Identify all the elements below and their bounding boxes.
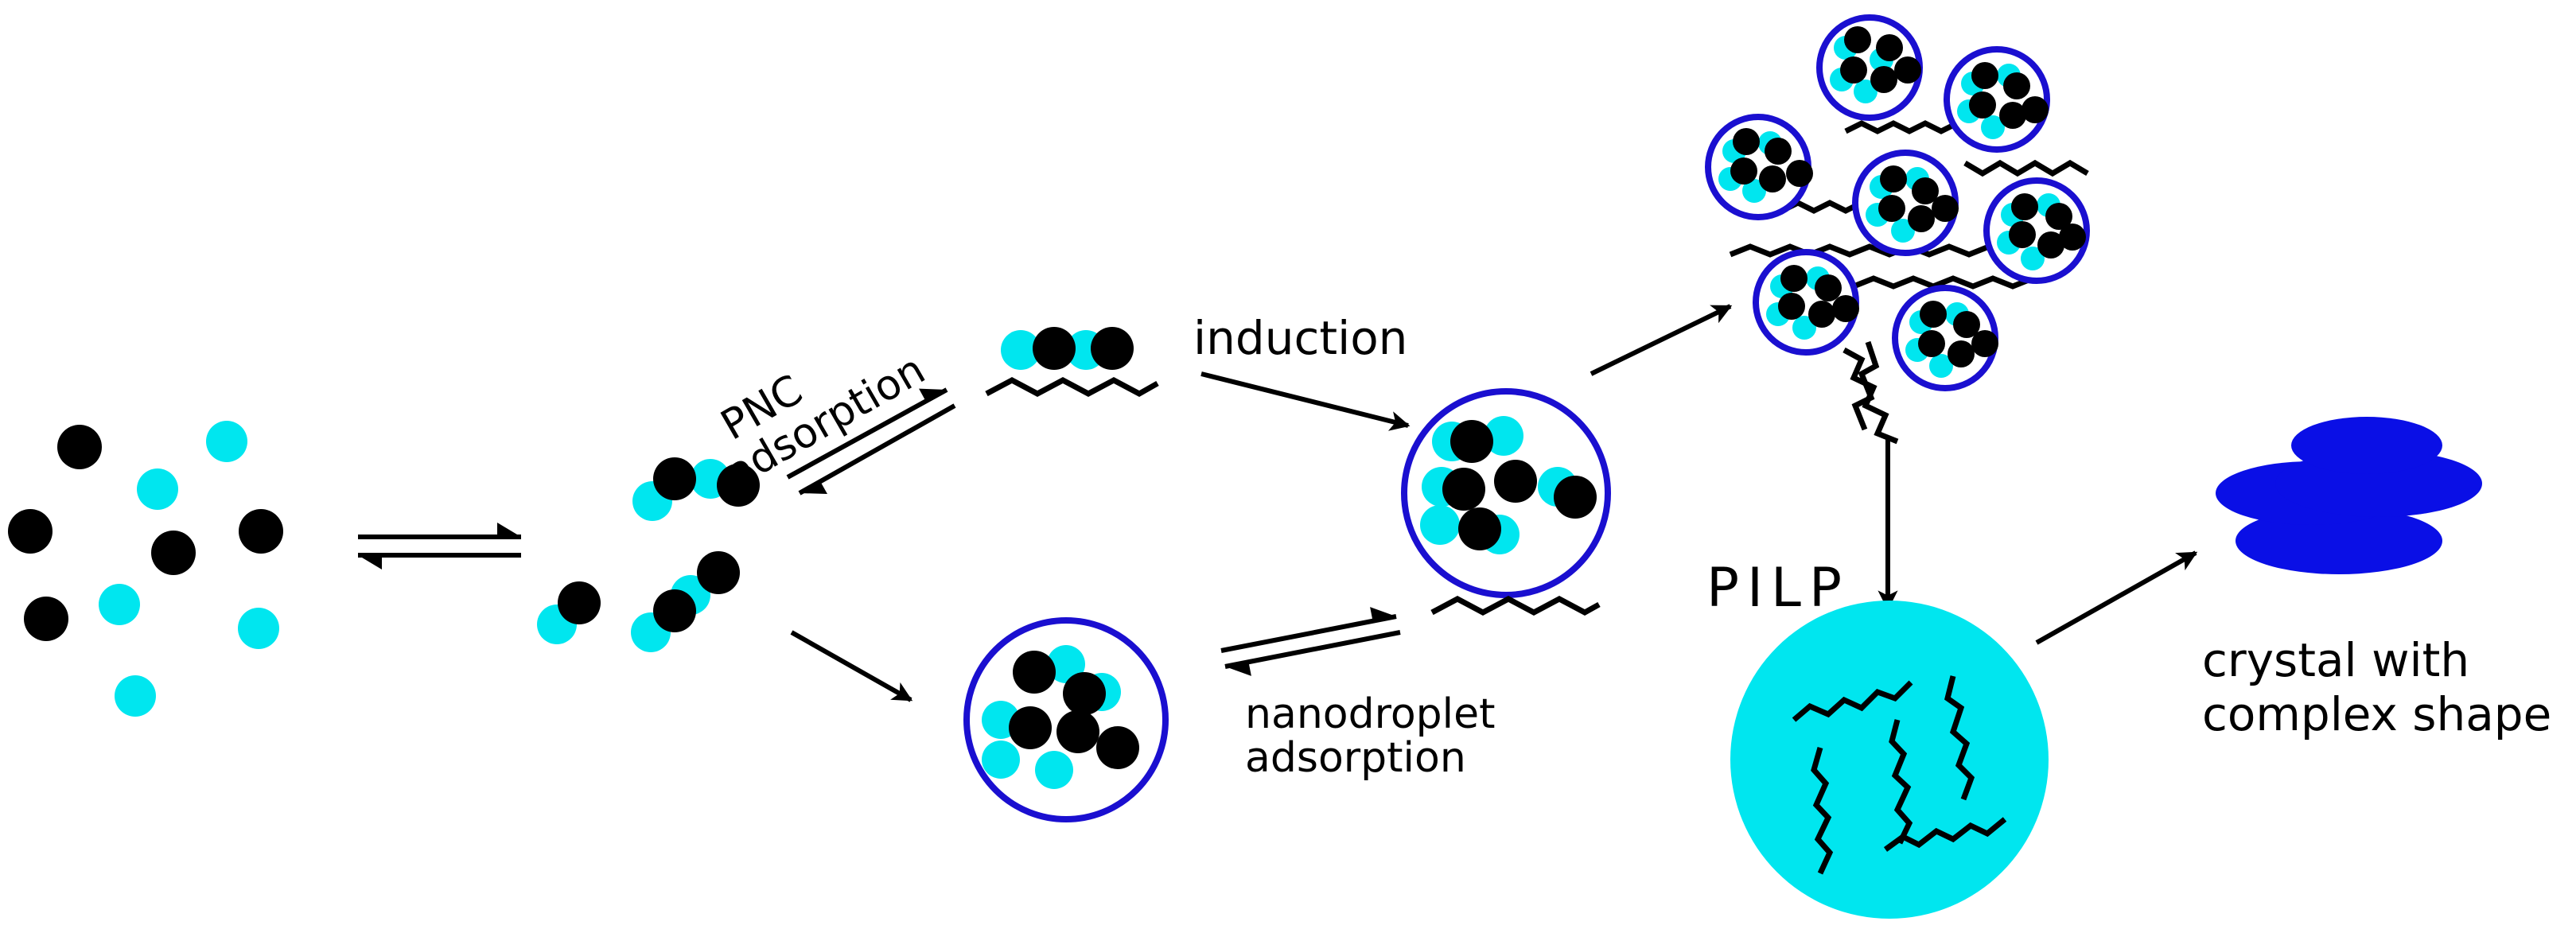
adsorbed-pnc xyxy=(985,327,1159,397)
droplet-aggregate xyxy=(1705,14,2090,445)
induction-label: induction xyxy=(1193,311,1407,365)
aggregate-droplet-2 xyxy=(1944,46,2050,153)
nanodroplet-label-line1: nanodroplet xyxy=(1245,690,1496,738)
induction-arrow xyxy=(1200,371,1411,431)
aggregate-droplet-6 xyxy=(1753,249,1859,356)
arrow-to-nanodroplet xyxy=(790,630,913,702)
arrow-to-crystal xyxy=(2035,550,2198,645)
free-ions xyxy=(8,421,283,717)
aggregate-droplet-7 xyxy=(1892,285,1998,391)
arrow-to-aggregate xyxy=(1590,304,1733,376)
nanodroplet-free xyxy=(963,617,1169,822)
aggregate-droplet-5 xyxy=(1983,177,2090,284)
equilibrium-arrows-pnc xyxy=(786,387,956,496)
nanodroplet-adsorbed xyxy=(1401,388,1611,616)
crystal-label-line2: complex shape xyxy=(2202,687,2551,741)
equilibrium-arrows-nanodroplet xyxy=(1220,607,1401,676)
crystal-label-line1: crystal with xyxy=(2202,633,2469,687)
aggregate-droplet-1 xyxy=(1816,14,1923,121)
nanodroplet-label-line2: adsorption xyxy=(1245,734,1466,782)
pnc-adsorption-label: PNC adsorption xyxy=(714,346,933,498)
aggregate-droplet-3 xyxy=(1705,114,1813,220)
aggregate-droplet-4 xyxy=(1852,150,1959,256)
complex-crystal xyxy=(2216,417,2482,574)
equilibrium-arrows-1 xyxy=(358,523,521,570)
pilp-label: PILP xyxy=(1706,557,1850,620)
pilp-droplet xyxy=(1730,601,2049,919)
prenucleation-clusters xyxy=(537,457,760,652)
